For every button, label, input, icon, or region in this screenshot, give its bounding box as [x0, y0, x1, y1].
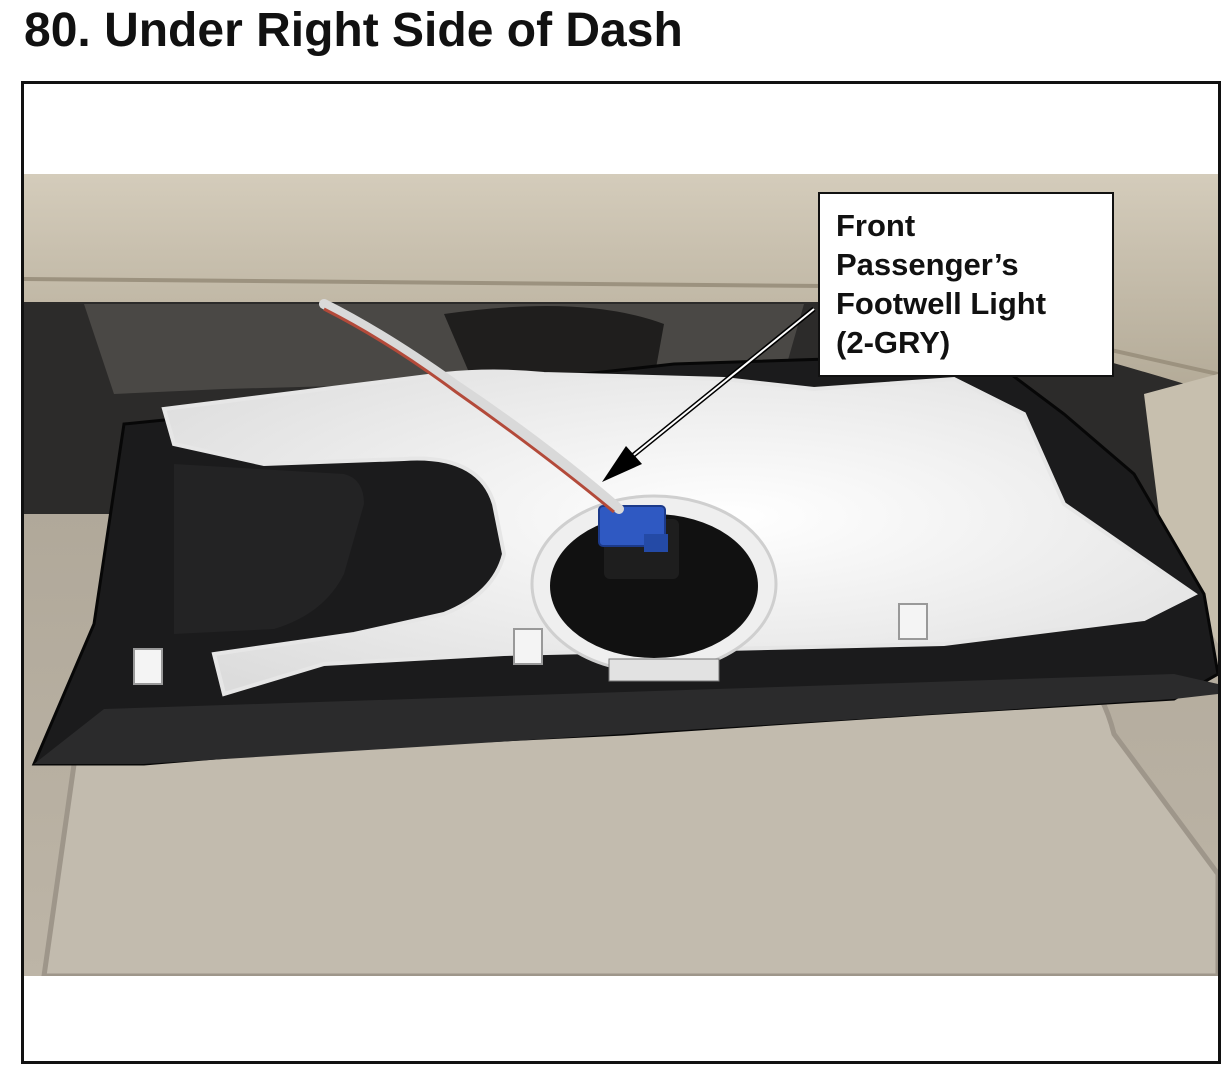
wire-red: [323, 307, 615, 514]
trim-cutout: [174, 464, 364, 634]
callout-line-2: Passenger’s: [836, 247, 1019, 282]
callout-footwell-light: Front Passenger’s Footwell Light (2-GRY): [818, 192, 1114, 377]
trim-lower-face: [34, 674, 1218, 764]
retainer-clip-right: [898, 603, 928, 640]
step-title: 80. Under Right Side of Dash: [24, 4, 683, 57]
hvac-duct: [444, 306, 664, 384]
wire-harness: [319, 299, 624, 514]
callout-line-4: (2-GRY): [836, 325, 951, 360]
right-trim: [1144, 374, 1218, 644]
callout-line-3: Footwell Light: [836, 286, 1047, 321]
part-label-sticker: [608, 658, 720, 682]
retainer-clip-mid: [513, 628, 543, 665]
connector-latch: [644, 534, 668, 552]
retainer-clip-left: [133, 648, 163, 685]
figure-frame: Front Passenger’s Footwell Light (2-GRY): [21, 81, 1221, 1064]
callout-line-1: Front: [836, 208, 916, 243]
light-opening: [550, 514, 758, 658]
